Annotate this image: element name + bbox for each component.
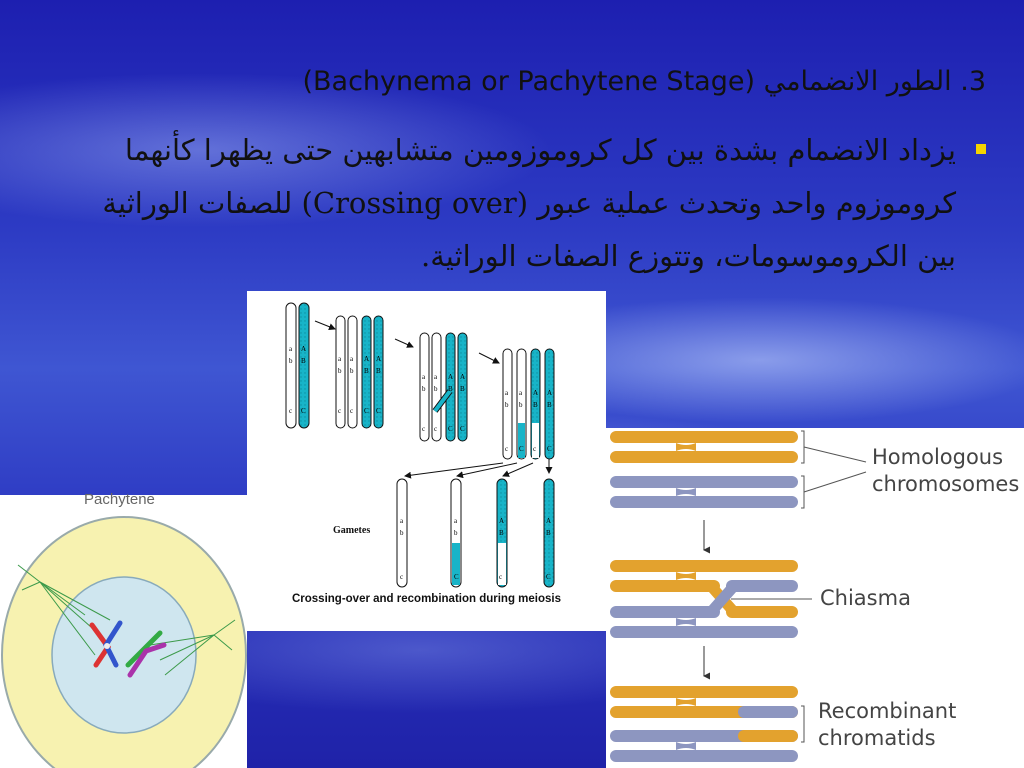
svg-text:A: A bbox=[460, 373, 465, 381]
svg-text:a: a bbox=[400, 517, 404, 525]
bullet-item: يزداد الانضمام بشدة بين كل كروموزومين مت… bbox=[100, 124, 990, 283]
svg-text:A: A bbox=[499, 517, 504, 525]
svg-text:A: A bbox=[546, 517, 551, 525]
homologous-label-line2: chromosomes bbox=[872, 472, 1020, 496]
svg-text:C: C bbox=[460, 425, 465, 433]
svg-text:a: a bbox=[505, 389, 509, 397]
chiasma-pair bbox=[610, 560, 812, 638]
pachytene-label: Pachytene bbox=[84, 491, 155, 508]
svg-text:B: B bbox=[499, 529, 504, 537]
recombinant-pair bbox=[610, 686, 805, 762]
svg-text:b: b bbox=[519, 401, 523, 409]
svg-text:a: a bbox=[454, 517, 458, 525]
svg-text:a: a bbox=[434, 373, 438, 381]
svg-text:C: C bbox=[546, 573, 551, 581]
svg-text:b: b bbox=[400, 529, 404, 537]
stage-2-chromosomes: ab c ab c AB C AB C bbox=[335, 315, 384, 429]
chromosome-pair-green-purple bbox=[125, 630, 167, 678]
recombinant-chromatids-label: Recombinant chromatids bbox=[818, 698, 956, 752]
homologous-chromosomes-figure: Homologous chromosomes Chiasma Recombina… bbox=[606, 428, 1024, 768]
homolog-recombination-diagram bbox=[610, 430, 867, 762]
svg-text:b: b bbox=[350, 367, 354, 375]
svg-text:B: B bbox=[547, 401, 552, 409]
svg-text:c: c bbox=[533, 445, 536, 453]
svg-text:c: c bbox=[434, 425, 437, 433]
svg-text:A: A bbox=[448, 373, 453, 381]
svg-text:B: B bbox=[448, 385, 453, 393]
pachytene-cell-illustration bbox=[1, 516, 247, 768]
svg-text:B: B bbox=[546, 529, 551, 537]
svg-text:C: C bbox=[364, 407, 369, 415]
homologous-label-line1: Homologous bbox=[872, 445, 1004, 469]
stage-3-chromosomes: ab c ab c AB C AB C bbox=[419, 332, 468, 442]
chiasma-label: Chiasma bbox=[820, 586, 911, 610]
svg-text:c: c bbox=[422, 425, 425, 433]
homologous-chromosomes-label: Homologous chromosomes bbox=[872, 444, 1019, 498]
svg-text:B: B bbox=[376, 367, 381, 375]
gamete-chromosomes: abc abC ABc ABC bbox=[396, 478, 555, 588]
svg-text:c: c bbox=[350, 407, 353, 415]
bullet-square-icon bbox=[976, 144, 986, 154]
svg-text:A: A bbox=[533, 389, 538, 397]
svg-text:C: C bbox=[301, 407, 306, 415]
svg-text:B: B bbox=[533, 401, 538, 409]
svg-text:c: c bbox=[400, 573, 403, 581]
svg-text:C: C bbox=[519, 445, 524, 453]
svg-text:a: a bbox=[350, 355, 354, 363]
svg-text:c: c bbox=[499, 573, 502, 581]
svg-text:B: B bbox=[364, 367, 369, 375]
svg-text:b: b bbox=[454, 529, 458, 537]
svg-text:b: b bbox=[289, 357, 293, 365]
svg-text:a: a bbox=[422, 373, 426, 381]
crossing-over-caption: Crossing-over and recombination during m… bbox=[291, 593, 561, 605]
svg-text:c: c bbox=[505, 445, 508, 453]
svg-text:B: B bbox=[301, 357, 306, 365]
svg-text:a: a bbox=[519, 389, 523, 397]
svg-text:C: C bbox=[376, 407, 381, 415]
stage-1-chromosomes: ab c AB C bbox=[285, 302, 310, 429]
svg-text:a: a bbox=[338, 355, 342, 363]
svg-text:B: B bbox=[460, 385, 465, 393]
svg-text:b: b bbox=[338, 367, 342, 375]
recombinant-label-line2: chromatids bbox=[818, 726, 936, 750]
svg-text:A: A bbox=[301, 345, 306, 353]
svg-text:A: A bbox=[364, 355, 369, 363]
chromosome-pair-red-blue bbox=[89, 620, 123, 668]
pachytene-figure: Pachytene bbox=[0, 491, 247, 768]
svg-text:C: C bbox=[448, 425, 453, 433]
slide-title: 3. الطور الانضمامي (Bachynema or Pachyte… bbox=[302, 66, 986, 97]
homologous-pair bbox=[610, 430, 867, 509]
bullet-text: يزداد الانضمام بشدة بين كل كروموزومين مت… bbox=[102, 133, 956, 273]
svg-text:b: b bbox=[434, 385, 438, 393]
svg-text:A: A bbox=[547, 389, 552, 397]
svg-text:C: C bbox=[454, 573, 459, 581]
svg-text:b: b bbox=[505, 401, 509, 409]
stage-4-chromosomes: abc abC ABc ABC bbox=[502, 348, 555, 460]
svg-text:C: C bbox=[547, 445, 552, 453]
gametes-label: Gametes bbox=[333, 525, 371, 536]
svg-text:c: c bbox=[289, 407, 292, 415]
svg-text:c: c bbox=[338, 407, 341, 415]
svg-text:A: A bbox=[376, 355, 381, 363]
crossing-over-diagram: abc ABC abc abc ABC ABC bbox=[285, 302, 555, 588]
svg-text:b: b bbox=[422, 385, 426, 393]
recombinant-label-line1: Recombinant bbox=[818, 699, 957, 723]
svg-text:a: a bbox=[289, 345, 293, 353]
